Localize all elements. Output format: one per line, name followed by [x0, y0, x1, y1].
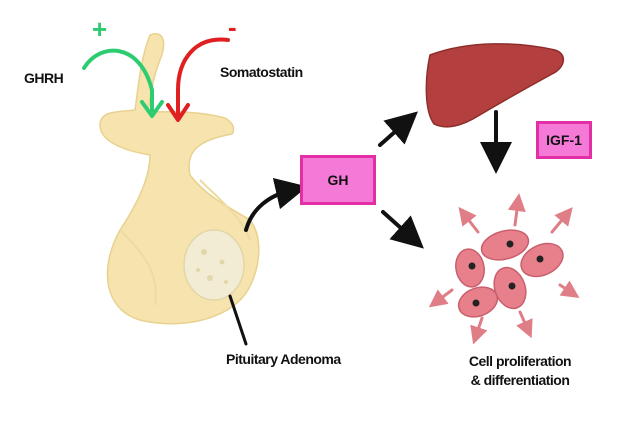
ghrh-label: GHRH [24, 70, 64, 86]
cell-proliferation-label: Cell proliferation & differentiation [450, 352, 590, 390]
cell [480, 229, 530, 261]
cell-cluster [455, 229, 564, 318]
cell [455, 248, 485, 288]
gh-label: GH [327, 172, 349, 188]
gh-to-liver-arrow [378, 111, 418, 147]
cell-outward-arrows [428, 193, 580, 345]
adenoma-label: Pituitary Adenoma [226, 351, 341, 367]
cell-label-line1: Cell proliferation [468, 353, 572, 369]
ghrh-stimulate-arrow [82, 48, 154, 114]
gland-to-gh-arrow [244, 177, 308, 232]
somatostatin-arrowhead [166, 103, 190, 122]
somatostatin-inhibit-arrow [176, 37, 230, 117]
cell [520, 242, 564, 278]
adenoma-mass [183, 229, 245, 301]
gh-hormone-box: GH [300, 155, 376, 205]
gh-to-cells-arrow [381, 210, 424, 249]
cell [493, 266, 527, 310]
somatostatin-label: Somatostatin [220, 64, 303, 80]
inhibit-minus-sign: - [228, 12, 237, 42]
cell-label-line2: & differentiation [470, 372, 570, 388]
liver-organ [425, 43, 564, 128]
ghrh-arrowhead [140, 100, 164, 118]
adenoma-pointer-line [228, 294, 248, 346]
igf1-label: IGF-1 [546, 132, 582, 148]
igf1-hormone-box: IGF-1 [536, 121, 592, 159]
stimulate-plus-sign: + [92, 14, 108, 44]
